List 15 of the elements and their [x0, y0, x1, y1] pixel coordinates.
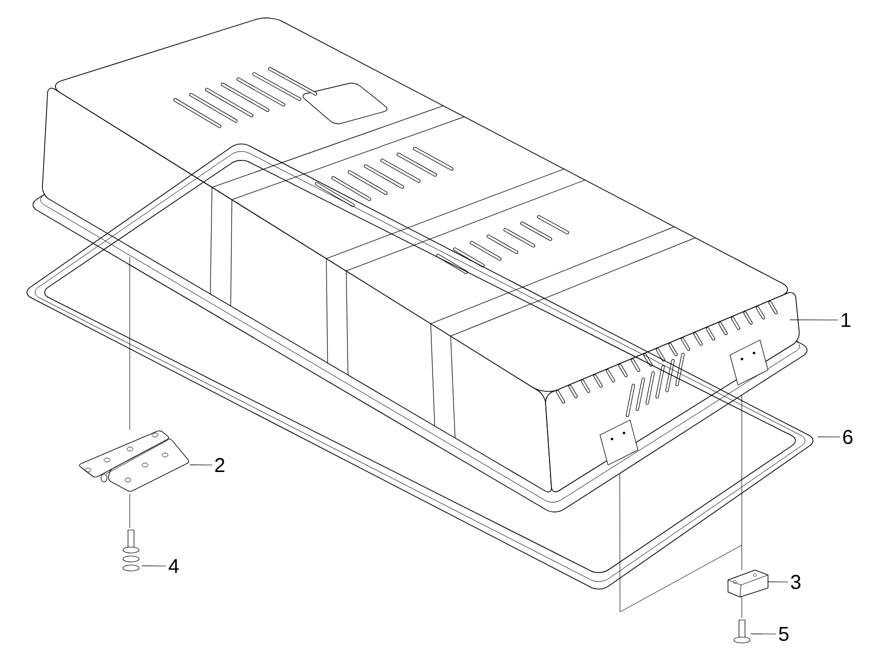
callout-number: 2 [215, 458, 224, 472]
callout-number: 1 [842, 313, 850, 327]
cover-drawing [32, 18, 808, 512]
callout-number: 4 [168, 559, 179, 573]
bolt-drawing [734, 620, 750, 644]
clamp-drawing [728, 570, 768, 598]
callout-number: 3 [790, 574, 800, 590]
leader-line [818, 436, 840, 438]
callout-number: 5 [779, 627, 788, 641]
assembly-line [620, 394, 742, 612]
gasket-drawing [26, 144, 814, 590]
callout-number: 6 [843, 430, 852, 444]
hinge-drawing [79, 430, 190, 492]
bolt-drawing [122, 530, 140, 572]
leader-line [190, 464, 212, 466]
